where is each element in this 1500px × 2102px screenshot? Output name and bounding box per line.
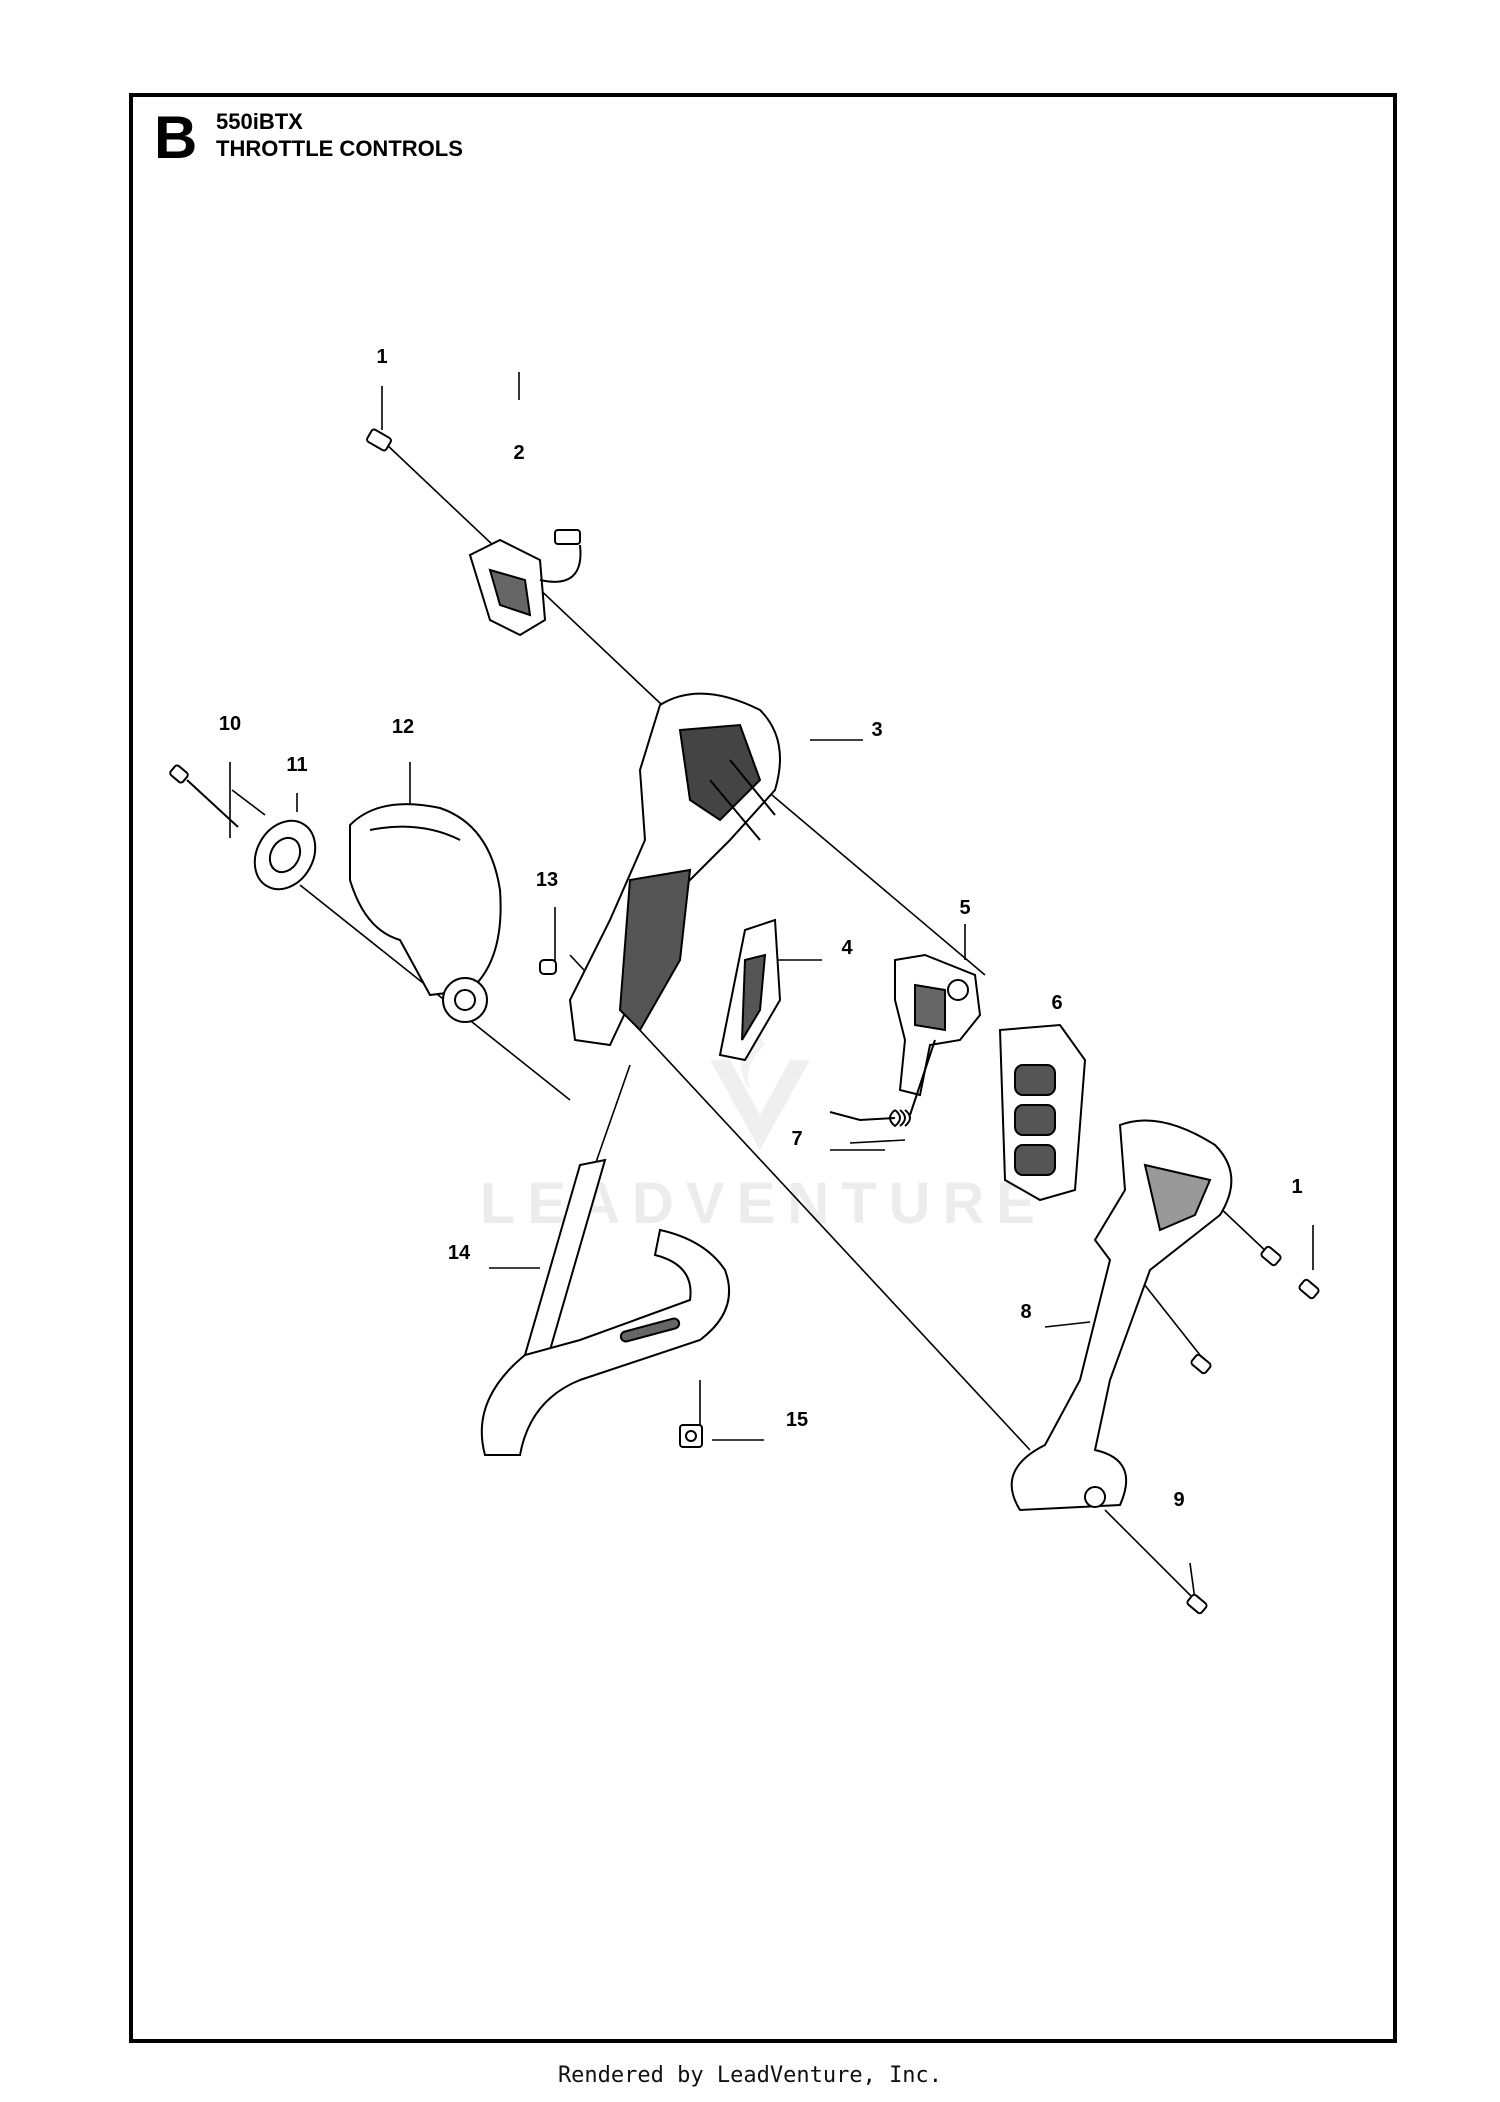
part-handle-half <box>1010 1119 1233 1512</box>
callout-11: 11 <box>286 754 308 776</box>
section-title: THROTTLE CONTROLS <box>216 136 463 161</box>
callout-10: 10 <box>218 713 242 735</box>
part-button-pad <box>998 1023 1087 1202</box>
callout-15: 15 <box>785 1409 809 1431</box>
footer-credit: Rendered by LeadVenture, Inc. <box>557 2063 943 2088</box>
callout-12: 12 <box>391 716 415 738</box>
callout-8: 8 <box>1020 1301 1032 1323</box>
callout-4: 4 <box>841 937 853 959</box>
callout-13: 13 <box>535 869 559 891</box>
section-letter: B <box>154 104 198 171</box>
part-throttle-trigger <box>894 953 982 1097</box>
model-name: 550iBTX <box>216 109 303 134</box>
diagram-frame <box>129 93 1397 2043</box>
part-screw-top <box>366 428 392 452</box>
part-handle-housing <box>568 692 781 1047</box>
part-nut <box>539 959 557 975</box>
callout-14: 14 <box>447 1242 471 1264</box>
part-clamp <box>349 803 502 1023</box>
callout-9: 9 <box>1173 1489 1185 1511</box>
part-switch <box>468 529 582 637</box>
part-spring <box>829 1039 936 1128</box>
callout-1-right: 1 <box>1291 1176 1303 1198</box>
part-bolt <box>169 764 239 828</box>
callout-5: 5 <box>959 897 971 919</box>
part-loop-handle <box>480 1158 731 1456</box>
callout-3: 3 <box>871 719 883 741</box>
callout-1: 1 <box>376 346 388 368</box>
callout-7: 7 <box>791 1128 803 1150</box>
callout-2: 2 <box>513 442 525 464</box>
part-square-nut <box>679 1424 703 1448</box>
part-cover-plate <box>718 918 782 1062</box>
part-screws-right <box>1186 1245 1320 1615</box>
callout-6: 6 <box>1051 992 1063 1014</box>
part-knob <box>253 819 317 891</box>
